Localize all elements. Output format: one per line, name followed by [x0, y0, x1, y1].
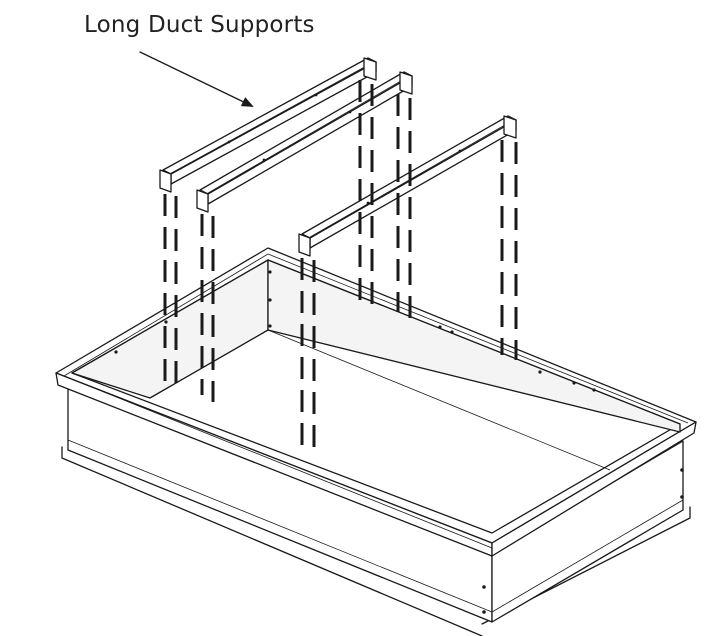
long-duct-support-1	[159, 57, 377, 193]
rim-lip-line-front	[63, 375, 493, 549]
wall-hole	[482, 610, 486, 614]
rim-hole	[450, 330, 454, 334]
rim-hole	[164, 320, 168, 324]
corner-hole	[268, 298, 272, 302]
wall-edge-line-right	[491, 499, 684, 613]
inner-floor-edge-right	[267, 329, 611, 471]
wall-hole	[680, 468, 684, 472]
rim-hole	[114, 350, 118, 354]
rim-hole	[592, 388, 596, 392]
wall-edge-line	[67, 439, 493, 613]
rim-hole	[538, 370, 542, 374]
rim-hole	[438, 325, 442, 329]
duct-support-rails	[159, 57, 517, 257]
rim-lip-line-right	[267, 253, 689, 424]
rim-hole	[572, 381, 576, 385]
base-flange	[61, 446, 483, 636]
wall-hole	[482, 585, 486, 589]
callout-arrow	[139, 51, 254, 107]
curb-rim-right-face	[491, 421, 697, 557]
corner-hole	[268, 324, 272, 328]
long-duct-support-3	[298, 115, 517, 257]
inner-floor-edge	[149, 329, 269, 399]
curb-frame	[55, 247, 697, 636]
callout-label-long-duct-supports: Long Duct Supports	[84, 12, 315, 38]
corner-hole	[268, 270, 272, 274]
base-flange-right	[481, 506, 691, 625]
dashed-hanger-lines	[163, 80, 518, 448]
wall-hole	[680, 495, 684, 499]
